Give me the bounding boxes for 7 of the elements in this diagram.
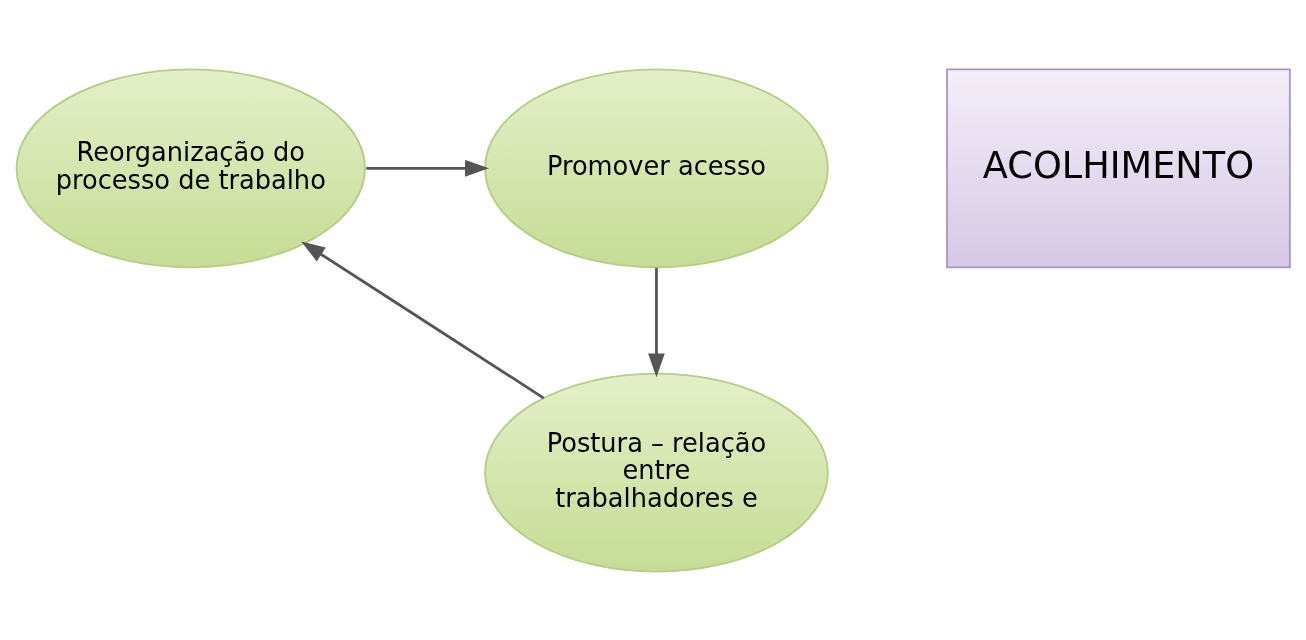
node-ellipse: Promover acesso — [484, 67, 829, 268]
node-ellipse: Postura – relação entre trabalhadores e — [484, 372, 829, 573]
arrow — [301, 240, 545, 399]
arrow — [648, 267, 665, 377]
node-box: ACOLHIMENTO — [946, 67, 1291, 268]
arrow — [366, 159, 489, 177]
node-ellipse: Reorganização do processo de trabalho — [15, 67, 366, 268]
